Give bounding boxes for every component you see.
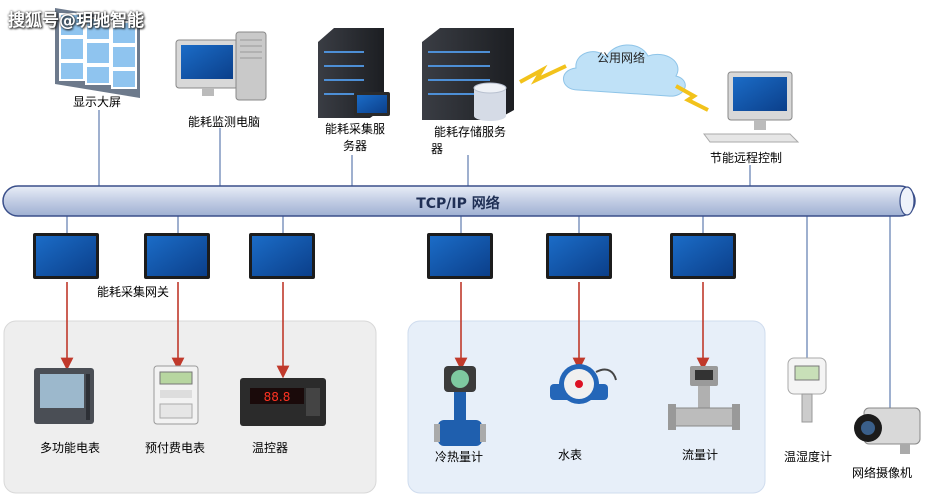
lightning-right-icon: [675, 84, 709, 112]
bus-label: TCP/IP 网络: [416, 195, 500, 212]
heat-meter-label: 冷热量计: [435, 450, 483, 464]
prepaid-meter-icon: [153, 365, 199, 425]
temperature-controller-label: 温控器: [252, 441, 288, 455]
flow-meter-label: 流量计: [682, 448, 718, 462]
flow-meter-icon: [668, 366, 740, 430]
watermark: 搜狐号@玥驰智能: [8, 11, 144, 31]
device-arrows: [60, 282, 710, 379]
temperature-controller-icon: 88.8: [240, 378, 326, 426]
display-wall-icon: [55, 8, 140, 98]
collection-server-label-line2: 务器: [343, 138, 367, 153]
monitoring-computer-icon: [175, 31, 267, 101]
gateway-icons: [33, 233, 736, 279]
multifunction-meter-label: 多功能电表: [40, 441, 100, 455]
remote-control-computer-icon: [703, 71, 800, 143]
storage-server-icon: [422, 28, 514, 121]
prepaid-meter-label: 预付费电表: [145, 441, 205, 455]
thermo-hygrometer-icon: [787, 357, 827, 423]
collection-server-icon: [318, 28, 390, 118]
tcp-ip-bus: [2, 185, 916, 217]
display-wall-label: 显示大屏: [73, 95, 121, 109]
network-camera-icon: [854, 407, 921, 454]
svg-text:88.8: 88.8: [264, 390, 291, 404]
lightning-left-icon: [519, 64, 567, 85]
heat-meter-icon: [434, 366, 486, 446]
cloud-label: 公用网络: [597, 50, 645, 65]
right-device-panel: [407, 320, 766, 494]
storage-server-label-line1: 能耗存储服务: [434, 124, 506, 139]
cloud-icon: [563, 44, 686, 97]
multifunction-meter-icon: [34, 368, 94, 424]
monitoring-computer-label: 能耗监测电脑: [188, 115, 260, 129]
water-meter-icon: [550, 364, 617, 404]
collection-server-label-line1: 能耗采集服: [325, 121, 385, 136]
thermo-hygrometer-label: 温湿度计: [784, 449, 832, 464]
network-camera-label: 网络摄像机: [852, 465, 912, 480]
storage-server-label-line2: 器: [431, 142, 443, 156]
remote-control-label: 节能远程控制: [710, 150, 782, 165]
top-connectors: [98, 110, 751, 187]
water-meter-label: 水表: [558, 448, 582, 462]
gateway-label: 能耗采集网关: [97, 284, 169, 299]
